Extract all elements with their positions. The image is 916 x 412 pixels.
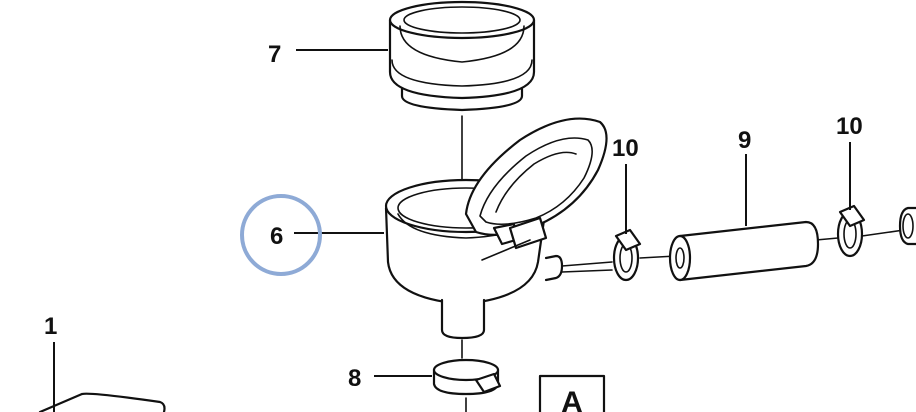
callout-10-left: 10	[612, 135, 639, 162]
housing-flip-lid	[464, 117, 608, 261]
view-marker-a: A	[538, 374, 606, 412]
callout-1: 1	[44, 313, 57, 340]
callout-8: 8	[348, 365, 361, 392]
part-10-clamp-left	[612, 228, 642, 282]
highlight-circle	[240, 194, 322, 276]
partial-fitting-right	[898, 206, 916, 246]
callout-6: 6	[270, 223, 283, 250]
callout-9: 9	[738, 127, 751, 154]
part-7-cap	[388, 0, 536, 112]
callout-10-right: 10	[836, 113, 863, 140]
part-10-clamp-right	[836, 204, 866, 258]
view-marker-label: A	[561, 386, 583, 412]
assembly-line-hose-clamp	[815, 237, 839, 241]
part-1	[38, 342, 166, 412]
part-9-hose	[668, 220, 820, 282]
part-8-clamp	[432, 339, 502, 412]
callout-7: 7	[268, 41, 281, 68]
assembly-line-clamp-edge	[861, 229, 905, 237]
